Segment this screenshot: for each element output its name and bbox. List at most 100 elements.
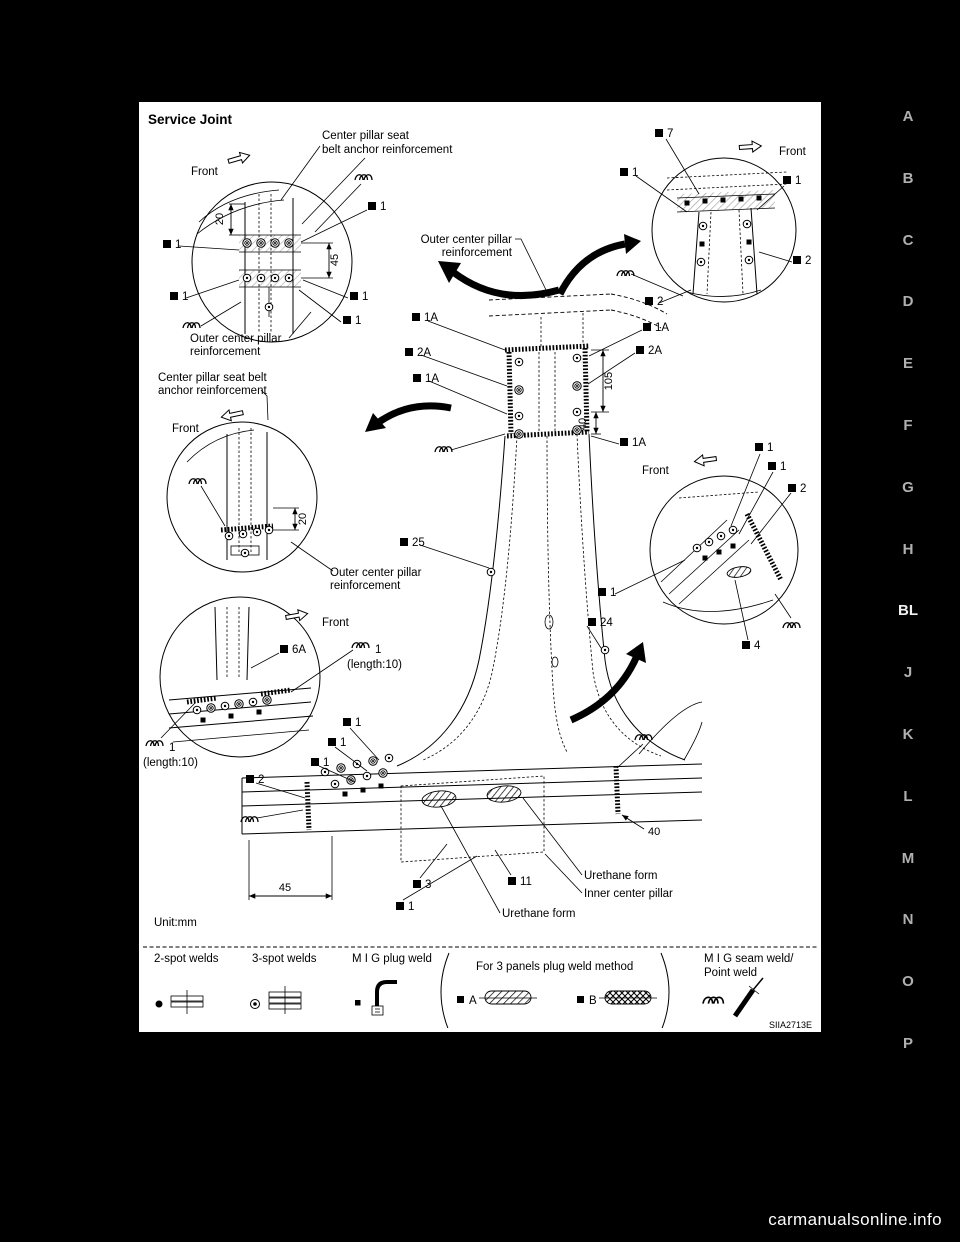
weld-marker: 11 <box>508 876 532 888</box>
section-tab-k: K <box>902 725 914 743</box>
detail-mid-right <box>649 475 799 625</box>
seam-weld-icon <box>145 740 164 747</box>
svg-text:1A: 1A <box>424 312 438 324</box>
seam-weld-icon <box>182 322 201 329</box>
callout-seat-belt-l2: belt anchor reinforcement <box>322 144 453 156</box>
section-tab-h: H <box>902 540 914 558</box>
sill-artwork <box>241 701 703 863</box>
two-spot-plates-icon <box>170 989 204 1015</box>
unit-label: Unit:mm <box>154 917 197 929</box>
svg-text:11: 11 <box>520 876 532 888</box>
detail-upper-right <box>651 157 797 303</box>
label-urethane-2: Urethane form <box>502 908 576 920</box>
dim-40: 40 <box>577 418 589 430</box>
svg-text:25: 25 <box>412 537 425 549</box>
section-tab-bl: BL <box>898 602 918 620</box>
weld-marker: 1 <box>783 175 801 187</box>
dim-40-sill: 40 <box>648 826 660 838</box>
front-label-3: Front <box>172 423 200 435</box>
weld-marker: 1A <box>620 437 646 449</box>
section-tab-strip: A B C D E F G H BL J K L M N O P <box>886 108 930 1052</box>
front-arrow-2 <box>738 139 763 154</box>
weld-marker: 2 <box>793 255 811 267</box>
three-spot-symbol-icon <box>250 999 260 1009</box>
label-outer-pillar-top-l1: Outer center pillar <box>421 234 513 246</box>
weld-marker: 1 <box>620 167 638 179</box>
legend-mig-seam-label-l2: Point weld <box>704 967 757 979</box>
weld-marker: 1 <box>311 757 329 769</box>
weld-marker: 1A <box>412 312 438 324</box>
label-outer-pillar-ul-l2: reinforcement <box>190 346 261 358</box>
detail-mid-left: 20 <box>166 421 318 573</box>
svg-text:4: 4 <box>754 640 761 652</box>
weld-marker: 1 <box>396 901 414 913</box>
front-label-1: Front <box>191 166 219 178</box>
svg-text:1: 1 <box>175 239 181 251</box>
weld-marker: 1 <box>350 291 368 303</box>
legend-paren-open <box>440 952 450 1028</box>
seam-marker-label: 1 <box>169 742 175 754</box>
svg-text:1: 1 <box>632 167 638 179</box>
dim-105: 105 <box>603 372 615 390</box>
label-inner-center-pillar: Inner center pillar <box>584 888 673 900</box>
weld-marker: 1 <box>328 737 346 749</box>
legend-mig-seam-label-l1: M I G seam weld/ <box>704 953 794 965</box>
label-outer-pillar-ul-l1: Outer center pillar <box>190 333 282 345</box>
label-outer-pillar-top-l2: reinforcement <box>442 247 513 259</box>
front-arrow-1 <box>226 149 252 168</box>
mig-seam-loop-icon <box>702 996 725 1005</box>
weld-marker: 6A <box>280 644 306 656</box>
svg-text:1: 1 <box>380 201 386 213</box>
section-tab-j: J <box>903 664 913 682</box>
legend: 2-spot welds 3-spot welds M I G plug wel… <box>143 946 817 1028</box>
svg-text:1: 1 <box>610 587 616 599</box>
site-watermark: carmanualsonline.info <box>768 1210 942 1229</box>
dim-20: 20 <box>297 513 309 525</box>
legend-mig-plug-label: M I G plug weld <box>352 953 432 965</box>
svg-text:1: 1 <box>323 757 329 769</box>
weld-marker: 1 <box>768 461 786 473</box>
seam-length-note: (length:10) <box>143 757 198 769</box>
weld-marker: 1 <box>163 239 181 251</box>
callout-seat-belt2-l1: Center pillar seat belt <box>158 372 267 384</box>
section-tab-d: D <box>902 293 914 311</box>
section-tab-p: P <box>902 1034 913 1052</box>
section-tab-b: B <box>902 169 914 187</box>
weld-marker: 1 <box>170 291 188 303</box>
weld-marker: 1A <box>643 322 669 334</box>
section-tab-m: M <box>901 849 915 867</box>
service-joint-figure: Service Joint <box>143 112 817 1028</box>
seam-weld-icon <box>354 174 373 181</box>
weld-markers: 1 1 1 1 1 7 1 1 2 2 1A <box>163 128 811 913</box>
section-tab-g: G <box>902 478 914 496</box>
panel-b-square-icon <box>577 996 584 1003</box>
svg-text:24: 24 <box>600 617 613 629</box>
panel-a-seam-icon <box>479 990 537 1005</box>
svg-text:1A: 1A <box>655 322 669 334</box>
center-pillar-artwork: 105 40 <box>396 293 686 767</box>
two-spot-symbol-icon <box>155 1000 163 1008</box>
detail-lower-left <box>159 596 321 758</box>
seam-length-note: (length:10) <box>347 659 402 671</box>
front-arrow-4 <box>693 452 718 468</box>
label-outer-pillar-ml-l1: Outer center pillar <box>330 567 422 579</box>
weld-marker: 2 <box>645 296 663 308</box>
weld-marker: 1 <box>343 315 361 327</box>
seam-weld-icon <box>240 816 259 823</box>
svg-text:2A: 2A <box>417 347 431 359</box>
svg-text:1: 1 <box>767 442 773 454</box>
dim-45-sill: 45 <box>279 882 291 894</box>
weld-marker: 2 <box>246 774 264 786</box>
section-tab-f: F <box>903 416 913 434</box>
weld-marker: 4 <box>742 640 761 652</box>
weld-marker: 24 <box>588 617 613 629</box>
section-tab-l: L <box>903 787 913 805</box>
weld-marker: 1 <box>368 201 386 213</box>
section-tab-a: A <box>902 108 914 125</box>
section-tab-n: N <box>902 911 914 929</box>
section-tab-e: E <box>902 355 913 373</box>
weld-marker: 2 <box>788 483 806 495</box>
seam-weld-icon <box>351 642 370 649</box>
callout-seat-belt2-l2: anchor reinforcement <box>158 385 267 397</box>
legend-three-spot-label: 3-spot welds <box>252 953 317 965</box>
